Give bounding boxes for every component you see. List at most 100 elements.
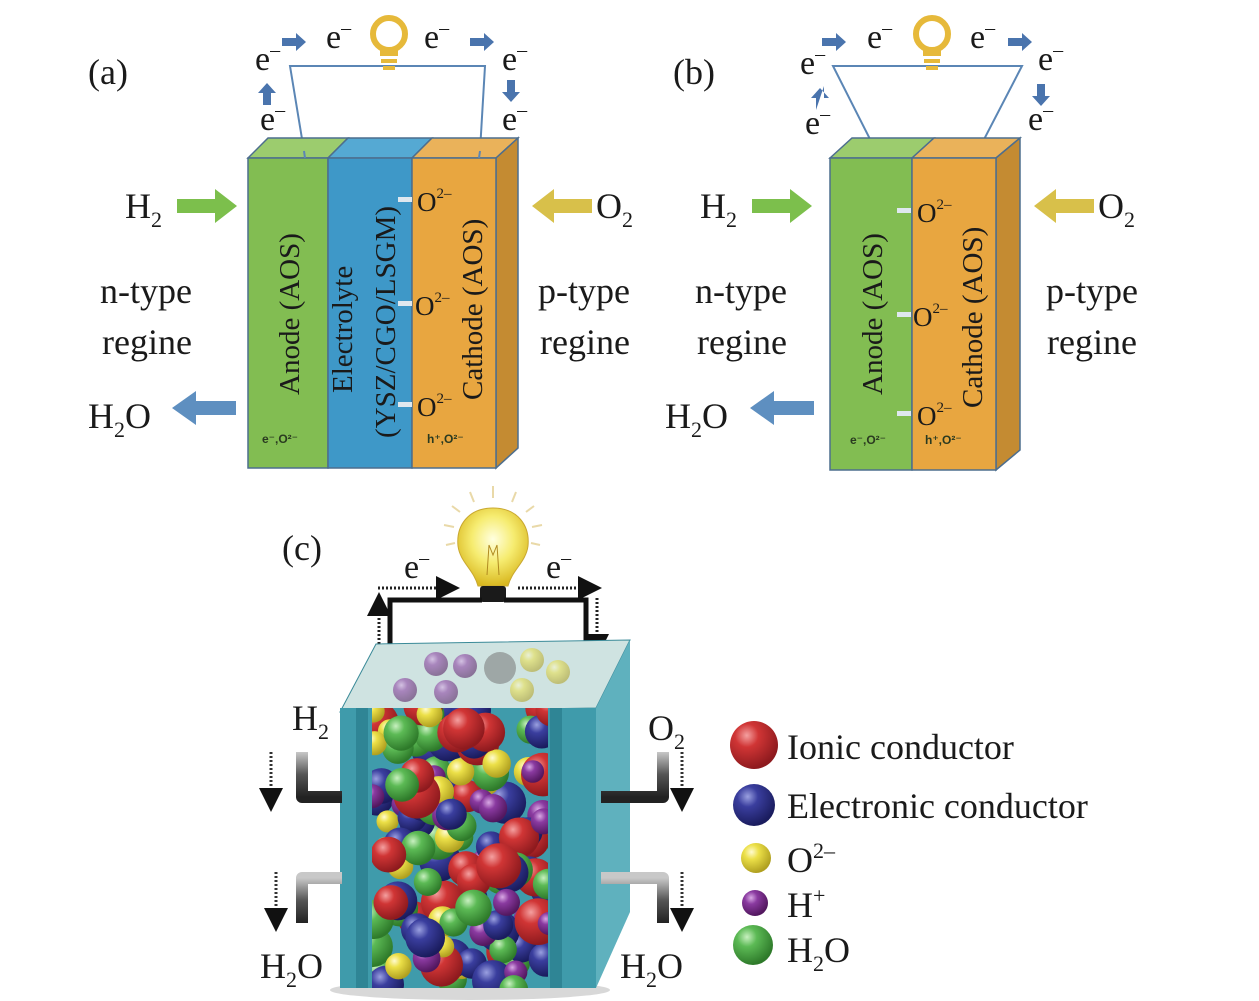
- legend-item-proton: H+: [742, 883, 825, 925]
- svg-text:O2–: O2–: [913, 301, 948, 332]
- h2o-arrow-icon: [750, 391, 814, 425]
- oxide-particle: [416, 708, 443, 728]
- electron-flow-arrows: [258, 33, 520, 105]
- proton-particle: [537, 912, 548, 935]
- svg-text:Ionic conductor: Ionic conductor: [787, 727, 1014, 767]
- o2-input-label: O2: [1098, 186, 1135, 232]
- h2o-arrow-icon: [172, 391, 236, 425]
- electronic-particle: [483, 910, 514, 940]
- electronic-conductor-sphere-icon: [733, 784, 775, 826]
- electronic-particle: [528, 942, 548, 977]
- h2o-outlet-pipe-left: [264, 872, 342, 932]
- ionic-particle: [535, 708, 548, 726]
- n-regime-label: regine: [697, 322, 787, 362]
- svg-text:O2–: O2–: [917, 400, 952, 431]
- o2-input-label: O2: [648, 708, 685, 754]
- water-particle: [455, 889, 492, 927]
- anode-layer: [247, 157, 329, 469]
- proton-particle: [478, 794, 508, 823]
- svg-text:O2–: O2–: [415, 290, 450, 321]
- electronic-particle: [435, 798, 467, 830]
- cathode-layer: [411, 157, 497, 469]
- cell-c: [330, 639, 631, 1000]
- proton-sphere-icon: [742, 890, 768, 916]
- h2o-output-label: H2O: [88, 396, 151, 442]
- lightbulb-icon: [913, 15, 951, 70]
- svg-text:O2–: O2–: [417, 186, 452, 217]
- oxide-particle: [372, 708, 385, 723]
- panel-c-label: (c): [282, 528, 322, 568]
- water-particle: [385, 767, 419, 802]
- h2-input-label: H2: [700, 186, 737, 232]
- water-sphere-icon: [733, 925, 773, 965]
- anode-label: Anode (AOS): [274, 233, 306, 395]
- svg-text:H+: H+: [787, 883, 825, 925]
- h2o-outlet-pipe-right: [601, 872, 694, 932]
- electrolyte-label: Electrolyte: [327, 266, 359, 393]
- svg-text:e–: e–: [326, 17, 352, 56]
- cathode-carriers: h⁺,O²⁻: [427, 432, 464, 446]
- svg-text:e–: e–: [502, 39, 528, 78]
- panel-a: (a) e– e– e– e– e– e–: [88, 15, 633, 470]
- oxide-particle: [372, 731, 387, 756]
- ionic-particle: [514, 898, 548, 945]
- anode-carriers: e⁻,O²⁻: [262, 432, 298, 446]
- water-particle: [401, 830, 436, 866]
- svg-text:O2–: O2–: [417, 391, 452, 422]
- electron-flow-arrows: [811, 33, 1050, 110]
- h2o-output-label: H2O: [665, 396, 728, 442]
- anode-label: Anode (AOS): [857, 233, 889, 395]
- electrolyte-layer: [327, 157, 413, 469]
- p-regime-label: regine: [1047, 322, 1137, 362]
- proton-particle: [521, 760, 545, 783]
- svg-text:e–: e–: [970, 17, 996, 56]
- electron-labels: e– e– e– e– e– e–: [800, 17, 1064, 142]
- proton-particle: [493, 888, 520, 916]
- svg-text:e–: e–: [502, 99, 528, 138]
- cathode-label: Cathode (AOS): [957, 227, 989, 408]
- cathode-label: Cathode (AOS): [457, 219, 489, 400]
- svg-text:e–: e–: [255, 39, 281, 78]
- svg-text:e–: e–: [424, 17, 450, 56]
- oxide-particle: [446, 758, 475, 786]
- ionic-particle: [476, 843, 522, 889]
- o2-inlet-pipe: [601, 752, 694, 812]
- svg-text:e–: e–: [800, 43, 826, 82]
- ionic-conductor-sphere-icon: [730, 721, 778, 769]
- svg-text:e–: e–: [260, 99, 286, 138]
- h2-input-label: H2: [125, 186, 162, 232]
- n-regime-label: regine: [102, 322, 192, 362]
- electronic-particle: [405, 917, 446, 958]
- oxide-ion-sphere-icon: [741, 843, 771, 873]
- electron-labels: e– e– e– e– e– e–: [255, 17, 528, 138]
- oxide-particle: [376, 810, 399, 833]
- ionic-particle: [372, 836, 407, 873]
- oxide-ion-markers: O2– O2– O2–: [398, 186, 452, 422]
- water-particle: [489, 935, 517, 964]
- h2-inlet-pipe: [259, 752, 342, 812]
- svg-text:e–: e–: [867, 17, 893, 56]
- p-type-label: p-type: [538, 271, 630, 311]
- ionic-particle: [443, 708, 485, 750]
- anode-carriers: e⁻,O²⁻: [850, 433, 886, 447]
- electron-label: e–: [404, 547, 430, 586]
- svg-text:O2–: O2–: [787, 838, 836, 880]
- water-particle: [383, 715, 419, 751]
- panel-a-label: (a): [88, 52, 128, 92]
- particle-mixture: [372, 708, 548, 988]
- p-type-label: p-type: [1046, 271, 1138, 311]
- p-regime-label: regine: [540, 322, 630, 362]
- svg-text:Electronic conductor: Electronic conductor: [787, 786, 1088, 826]
- h2-arrow-icon: [752, 189, 812, 223]
- o2-input-label: O2: [596, 186, 633, 232]
- legend-item-oxide-ion: O2–: [741, 838, 836, 880]
- o2-arrow-icon: [532, 189, 592, 223]
- oxide-particle: [385, 953, 412, 980]
- svg-text:e–: e–: [1028, 99, 1054, 138]
- panel-b: (b) e– e– e– e– e– e–: [665, 15, 1138, 472]
- legend-item-electronic-conductor: Electronic conductor: [733, 784, 1088, 826]
- n-type-label: n-type: [100, 271, 192, 311]
- legend-item-water: H2O: [733, 925, 850, 976]
- electron-label: e–: [546, 547, 572, 586]
- n-type-label: n-type: [695, 271, 787, 311]
